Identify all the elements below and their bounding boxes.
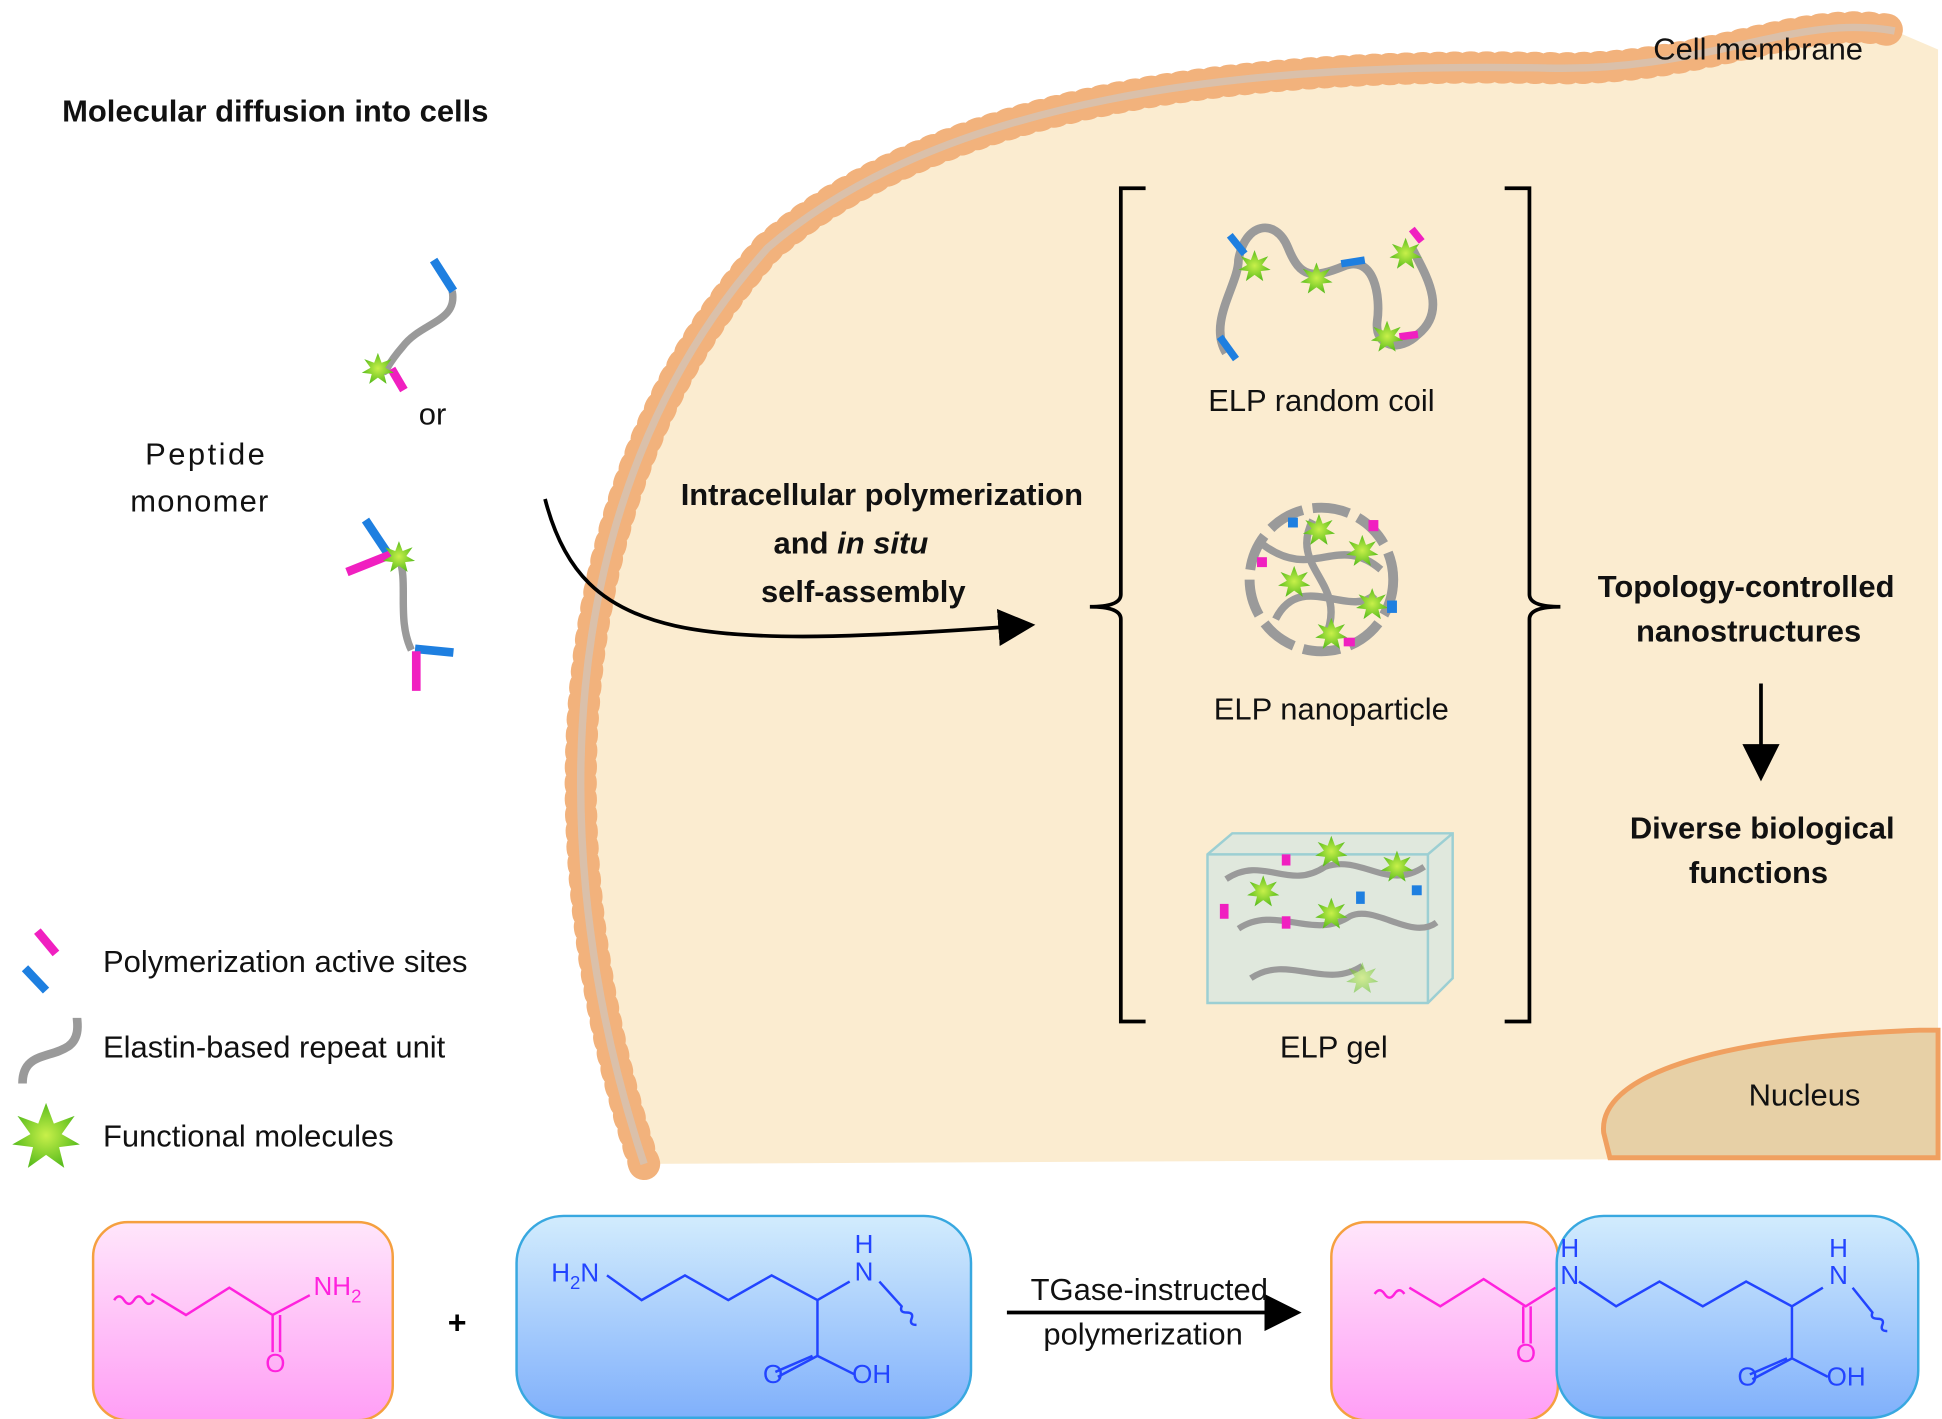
reaction-arrow-line-2: polymerization — [1043, 1317, 1242, 1352]
title: Molecular diffusion into cells — [62, 93, 488, 128]
process-line-2: and in situ — [774, 525, 929, 560]
nucleus — [1601, 1027, 1941, 1161]
product-box: O H N H N O OH — [1330, 1214, 1920, 1419]
elp-random-coil-icon — [1215, 223, 1438, 362]
lys-o: O — [763, 1359, 783, 1389]
lys-h: H — [855, 1229, 874, 1259]
structure-label-random-coil: ELP random coil — [1208, 383, 1434, 418]
process-line-3: self-assembly — [761, 574, 966, 609]
lysine-box: H2N H N O OH — [515, 1214, 973, 1419]
gln-nh2: NH2 — [314, 1271, 362, 1306]
structure-label-gel: ELP gel — [1280, 1029, 1388, 1064]
product-h1: H — [1560, 1233, 1579, 1263]
active-sites-icon — [21, 928, 60, 994]
nucleus-label: Nucleus — [1749, 1078, 1861, 1113]
legend-label-functional-molecules: Functional molecules — [103, 1119, 394, 1154]
legend-label-repeat-unit: Elastin-based repeat unit — [103, 1029, 446, 1064]
functional-molecule-icon — [12, 1102, 80, 1168]
structure-label-nanoparticle: ELP nanoparticle — [1214, 691, 1449, 726]
repeat-unit-icon — [18, 1017, 82, 1084]
right-brace — [1504, 186, 1561, 1024]
cell-body — [580, 27, 1939, 1164]
reaction-arrow-line-1: TGase-instructed — [1031, 1272, 1268, 1307]
product-oh: OH — [1827, 1362, 1866, 1392]
left-brace — [1089, 186, 1146, 1024]
outcome-line-3: Diverse biological — [1630, 810, 1895, 845]
glutamine-box: NH2 O — [91, 1220, 394, 1419]
plus-sign: + — [448, 1305, 467, 1341]
product-n2: N — [1829, 1260, 1848, 1290]
product-o2: O — [1737, 1362, 1757, 1392]
legend-label-active-sites: Polymerization active sites — [103, 944, 468, 979]
product-n1: N — [1560, 1260, 1579, 1290]
outcome-line-4: functions — [1689, 855, 1828, 890]
monomer-label-2: monomer — [130, 483, 269, 518]
lys-oh: OH — [852, 1359, 891, 1389]
elp-gel-icon — [1206, 832, 1454, 1005]
process-line-1: Intracellular polymerization — [681, 477, 1083, 512]
gln-o: O — [265, 1348, 285, 1378]
lys-h2n: H2N — [551, 1258, 599, 1293]
process-arrow — [543, 498, 1036, 647]
elp-nanoparticle-icon — [1244, 502, 1399, 657]
outcome-line-2: nanostructures — [1636, 613, 1861, 648]
lys-n: N — [855, 1256, 874, 1286]
product-o: O — [1516, 1338, 1536, 1368]
peptide-monomer-branched-icon — [345, 517, 454, 691]
membrane-label: Cell membrane — [1653, 31, 1863, 66]
monomer-label-1: Peptide — [145, 436, 267, 471]
peptide-monomer-linear-icon — [361, 257, 458, 393]
product-h2: H — [1829, 1233, 1848, 1263]
or-label: or — [419, 397, 447, 432]
outcome-line-1: Topology-controlled — [1598, 569, 1895, 604]
reaction-arrow: TGase-instructed polymerization — [1006, 1272, 1302, 1352]
